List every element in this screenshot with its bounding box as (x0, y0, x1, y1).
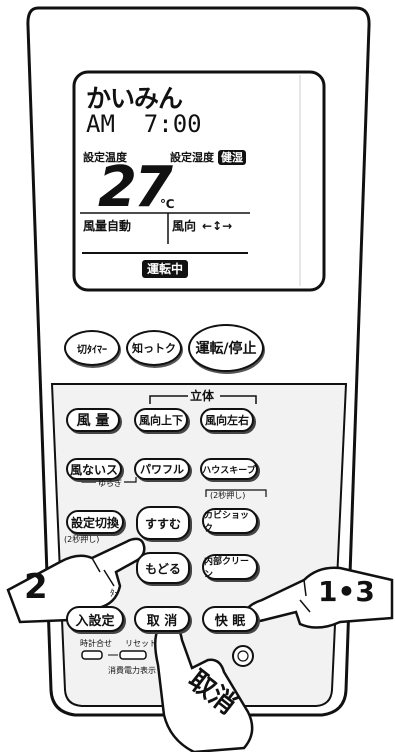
dir-updown-button[interactable]: 風向上下 (134, 408, 188, 432)
cancel-button[interactable]: 取 消 (134, 606, 190, 632)
yuragi-label: ゆらぎ (98, 479, 122, 488)
reset-label: リセット (125, 639, 157, 648)
hand-step2-icon (6, 537, 146, 624)
kabi-shock-button[interactable]: カビショック (202, 508, 258, 534)
susumu-button[interactable]: すすむ (136, 506, 190, 540)
lcd-temp-unit: ℃ (160, 197, 175, 211)
lcd-direction-arrows-icon: ←↕→ (202, 219, 233, 233)
lcd-time-text: AM 7:00 (86, 110, 202, 138)
kaimin-button[interactable]: 快 眠 (202, 606, 258, 632)
kazenaisu-button[interactable]: 風ないス (66, 458, 122, 480)
run-stop-button[interactable]: 運転/停止 (188, 324, 264, 372)
rittai-label: 立体 (190, 389, 215, 403)
naibu-clean-button[interactable]: 内部クリーン (202, 554, 258, 580)
step2-callout: 2 (24, 567, 48, 607)
lcd-set-humidity-label: 設定湿度 (170, 151, 214, 164)
dir-leftright-button[interactable]: 風向左右 (200, 408, 254, 432)
two-sec-label-right: (2秒押し) (210, 491, 246, 500)
step13-callout: 1•3 (318, 575, 375, 608)
lcd-health-badge: 健湿 (218, 150, 246, 165)
lcd-direction-label: 風向 (172, 219, 197, 233)
power-display-label: 消費電力表示 (108, 666, 156, 675)
lcd-status-badge: 運転中 (142, 260, 189, 278)
fan-volume-button[interactable]: 風 量 (66, 408, 120, 432)
two-sec-label-left: (2秒押し) (64, 535, 100, 544)
modoru-button[interactable]: もどる (136, 552, 190, 584)
lcd-mode-text: かいみん (86, 84, 183, 113)
house-keep-button[interactable]: ハウスキープ (200, 458, 258, 480)
chitoku-button[interactable]: 知っトク (126, 330, 182, 366)
lcd-fan-label: 風量自動 (83, 219, 132, 233)
powerful-button[interactable]: パワフル (134, 458, 190, 480)
lcd-temperature: 27 (98, 155, 173, 220)
lcd-set-temp-label: 設定温度 (83, 151, 127, 164)
iri-settei-button[interactable]: 入設定 (66, 606, 124, 632)
off-timer-button[interactable]: 切ﾀｲﾏｰ (64, 330, 120, 366)
timer-partial-label: ﾀｰ (110, 589, 120, 599)
clock-set-label: 時計合せ (80, 639, 112, 648)
setting-switch-button[interactable]: 設定切換 (66, 510, 124, 534)
